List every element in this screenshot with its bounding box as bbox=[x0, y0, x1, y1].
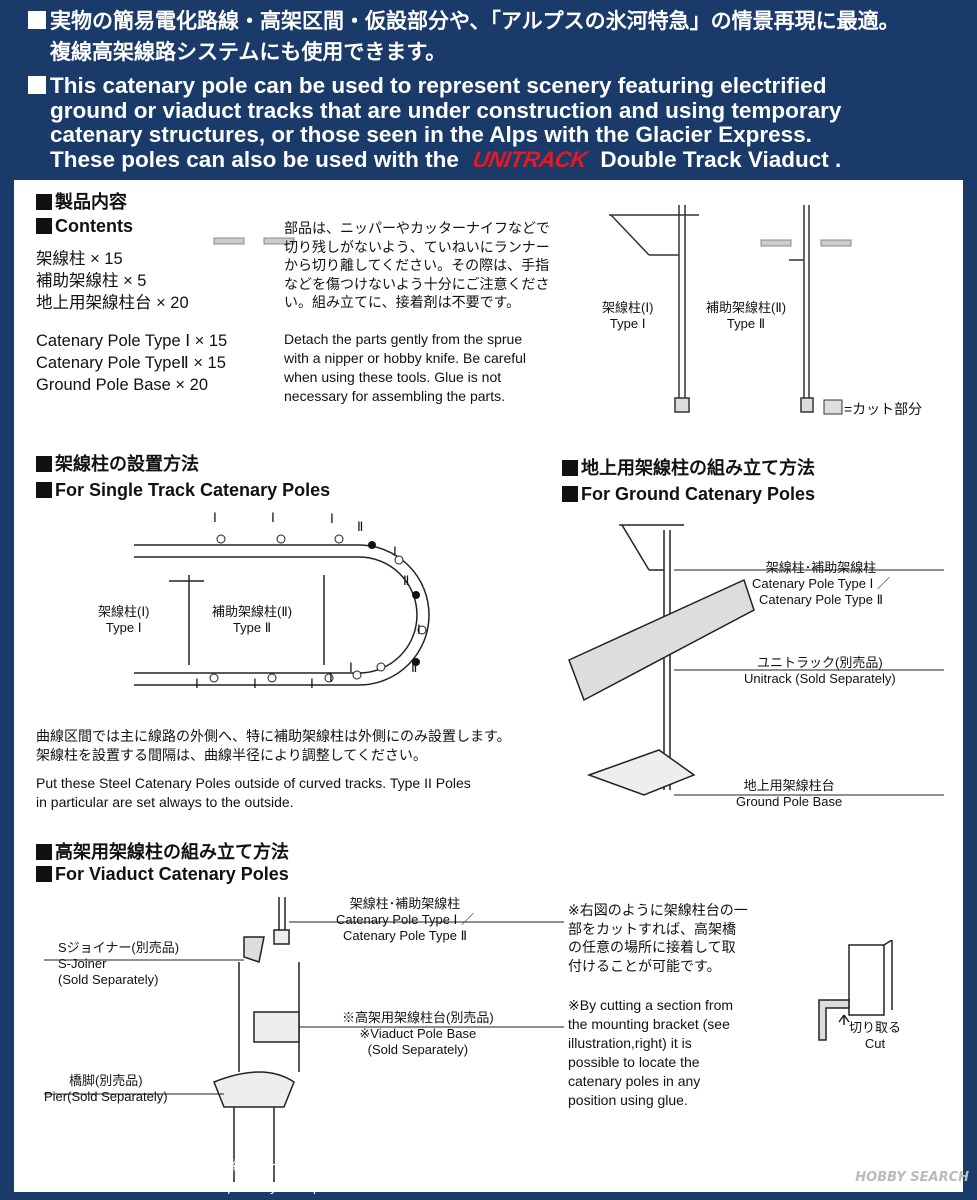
footer-en: ※Viaduct Pole Bases are sold separately … bbox=[22, 1178, 455, 1194]
unitrack-logo: UNITRACK bbox=[470, 146, 589, 172]
viaduct-pier-label: 橋脚(別売品)Pier(Sold Separately) bbox=[44, 1073, 168, 1104]
single-note-en: Put these Steel Catenary Poles outside o… bbox=[36, 775, 471, 810]
single-type1-label: 架線柱(Ⅰ)Type Ⅰ bbox=[98, 604, 150, 635]
header-english: This catenary pole can be used to repres… bbox=[28, 73, 968, 172]
cut-note-jp: ※右図のように架線柱台の一 部をカットすれば、高架橋 の任意の場所に接着して取 … bbox=[568, 903, 748, 975]
footer-jp: ※高架用架線柱台は、別売りの架線柱台セット(品番23-056)に含まれています。 bbox=[22, 1159, 527, 1175]
cut-legend: =カット部分 bbox=[844, 401, 923, 417]
viaduct-diagram bbox=[44, 897, 564, 1182]
contents-note-en: Detach the parts gently from the sprue w… bbox=[284, 331, 527, 404]
contents-note-jp: 部品は、ニッパーやカッターナイフなどで 切り残しがないよう、ていねいにランナー … bbox=[284, 221, 550, 311]
ground-heading-jp: 地上用架線柱の組み立て方法 bbox=[562, 454, 815, 480]
single-note-jp: 曲線区間では主に線路の外側へ、特に補助架線柱は外側にのみ設置します。 架線柱を設… bbox=[36, 729, 511, 764]
contents-list-en: Catenary Pole Type Ⅰ × 15 Catenary Pole … bbox=[36, 332, 228, 394]
viaduct-heading-jp: 高架用架線柱の組み立て方法 bbox=[36, 838, 289, 864]
ground-heading-en: For Ground Catenary Poles bbox=[562, 484, 815, 505]
single-type2-label: 補助架線柱(Ⅱ)Type Ⅱ bbox=[212, 604, 293, 635]
header-en-line4-pre: These poles can also be used with the bbox=[50, 146, 459, 172]
contents-heading-en: Contents bbox=[36, 216, 133, 237]
mark-i: Ⅰ bbox=[271, 510, 275, 525]
contents-heading-jp: 製品内容 bbox=[36, 188, 127, 214]
instruction-panel: 製品内容 Contents 架線柱 × 15 補助架線柱 × 5 地上用架線柱台… bbox=[14, 180, 963, 1192]
square-bullet-icon bbox=[28, 76, 46, 94]
viaduct-heading-en: For Viaduct Catenary Poles bbox=[36, 864, 289, 885]
mark-i: Ⅰ bbox=[417, 622, 421, 637]
header-japanese: 実物の簡易電化路線・高架区間・仮設部分や、「アルプスの氷河特急」の情景再現に最適… bbox=[28, 6, 968, 68]
viaduct-base-label: ※高架用架線柱台(別売品)※Viaduct Pole Base(Sold Sep… bbox=[342, 1010, 494, 1057]
mark-i: Ⅰ bbox=[393, 544, 397, 559]
pole2-label: 補助架線柱(Ⅱ)Type Ⅱ bbox=[706, 300, 787, 331]
mark-ii: Ⅱ bbox=[411, 660, 418, 675]
header-jp-line2: 複線高架線路システムにも使用できます。 bbox=[50, 40, 447, 64]
mark-ii: Ⅱ bbox=[403, 573, 410, 588]
ground-diagram bbox=[568, 524, 944, 796]
square-bullet-icon bbox=[28, 11, 46, 29]
mark-i: Ⅰ bbox=[213, 510, 217, 525]
watermark: HOBBY SEARCH bbox=[855, 1170, 969, 1185]
mark-i: Ⅰ bbox=[330, 511, 334, 526]
pole1-label: 架線柱(Ⅰ)Type Ⅰ bbox=[602, 300, 654, 331]
mark-i: Ⅰ bbox=[310, 676, 314, 691]
header-en-line4-post: Double Track Viaduct . bbox=[600, 146, 842, 172]
pole-drawings bbox=[609, 205, 852, 415]
parts-illustration bbox=[213, 237, 295, 245]
cut-note-en: ※By cutting a section from the mounting … bbox=[568, 997, 734, 1108]
single-track-diagram bbox=[134, 534, 430, 686]
ground-track-label: ユニトラック(別売品)Unitrack (Sold Separately) bbox=[744, 655, 896, 686]
header-en-line3: catenary structures, or those seen in th… bbox=[50, 122, 812, 147]
header-en-line2: ground or viaduct tracks that are under … bbox=[50, 97, 842, 123]
header-jp-line1: 実物の簡易電化路線・高架区間・仮設部分や、「アルプスの氷河特急」の情景再現に最適… bbox=[50, 9, 900, 33]
mark-i: Ⅰ bbox=[253, 676, 257, 691]
mark-i: Ⅰ bbox=[329, 670, 333, 685]
header-en-line1: This catenary pole can be used to repres… bbox=[50, 73, 827, 98]
mark-i: Ⅰ bbox=[349, 660, 353, 675]
single-heading-en: For Single Track Catenary Poles bbox=[36, 480, 330, 501]
viaduct-joiner-label: Sジョイナー(別売品) S-Joiner (Sold Separately) bbox=[58, 940, 180, 987]
single-heading-jp: 架線柱の設置方法 bbox=[36, 450, 199, 476]
mark-i: Ⅰ bbox=[195, 676, 199, 691]
cut-diagram bbox=[818, 940, 893, 1041]
mark-ii: Ⅱ bbox=[357, 519, 364, 534]
contents-list-jp: 架線柱 × 15 補助架線柱 × 5 地上用架線柱台 × 20 bbox=[36, 250, 189, 312]
